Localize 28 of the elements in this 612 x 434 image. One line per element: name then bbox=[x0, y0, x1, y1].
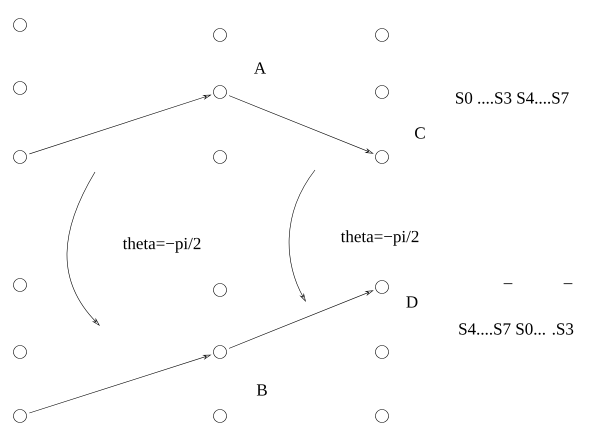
circle-node bbox=[375, 409, 389, 423]
circle-node bbox=[13, 150, 27, 164]
circle-node bbox=[13, 81, 27, 95]
circle-node bbox=[375, 345, 389, 359]
label: S4....S7 S0... .S3 bbox=[459, 323, 574, 335]
formula-label: theta=−pi/2 bbox=[340, 230, 418, 246]
node-letter: D bbox=[406, 296, 418, 308]
node-letter: A bbox=[254, 62, 266, 74]
bar-mark: _ bbox=[504, 283, 512, 284]
circle-node bbox=[213, 150, 227, 164]
circle-node bbox=[213, 409, 227, 423]
bar-mark: _ bbox=[564, 283, 572, 284]
circle-node bbox=[13, 278, 27, 292]
node-letter: B bbox=[256, 384, 267, 396]
circle-node bbox=[213, 28, 227, 42]
circle-node bbox=[375, 280, 389, 294]
node-letter: C bbox=[415, 127, 425, 139]
circle-node bbox=[13, 18, 27, 32]
circle-node bbox=[213, 283, 227, 297]
formula-label: theta=−pi/2 bbox=[122, 237, 200, 253]
circle-node bbox=[213, 345, 227, 359]
label: S0 ....S3 S4....S7 bbox=[456, 92, 569, 104]
circle-node bbox=[375, 28, 389, 42]
circle-node bbox=[213, 85, 227, 99]
circle-node bbox=[13, 409, 27, 423]
circle-node bbox=[375, 150, 389, 164]
circle-node bbox=[375, 85, 389, 99]
circle-node bbox=[13, 345, 27, 359]
